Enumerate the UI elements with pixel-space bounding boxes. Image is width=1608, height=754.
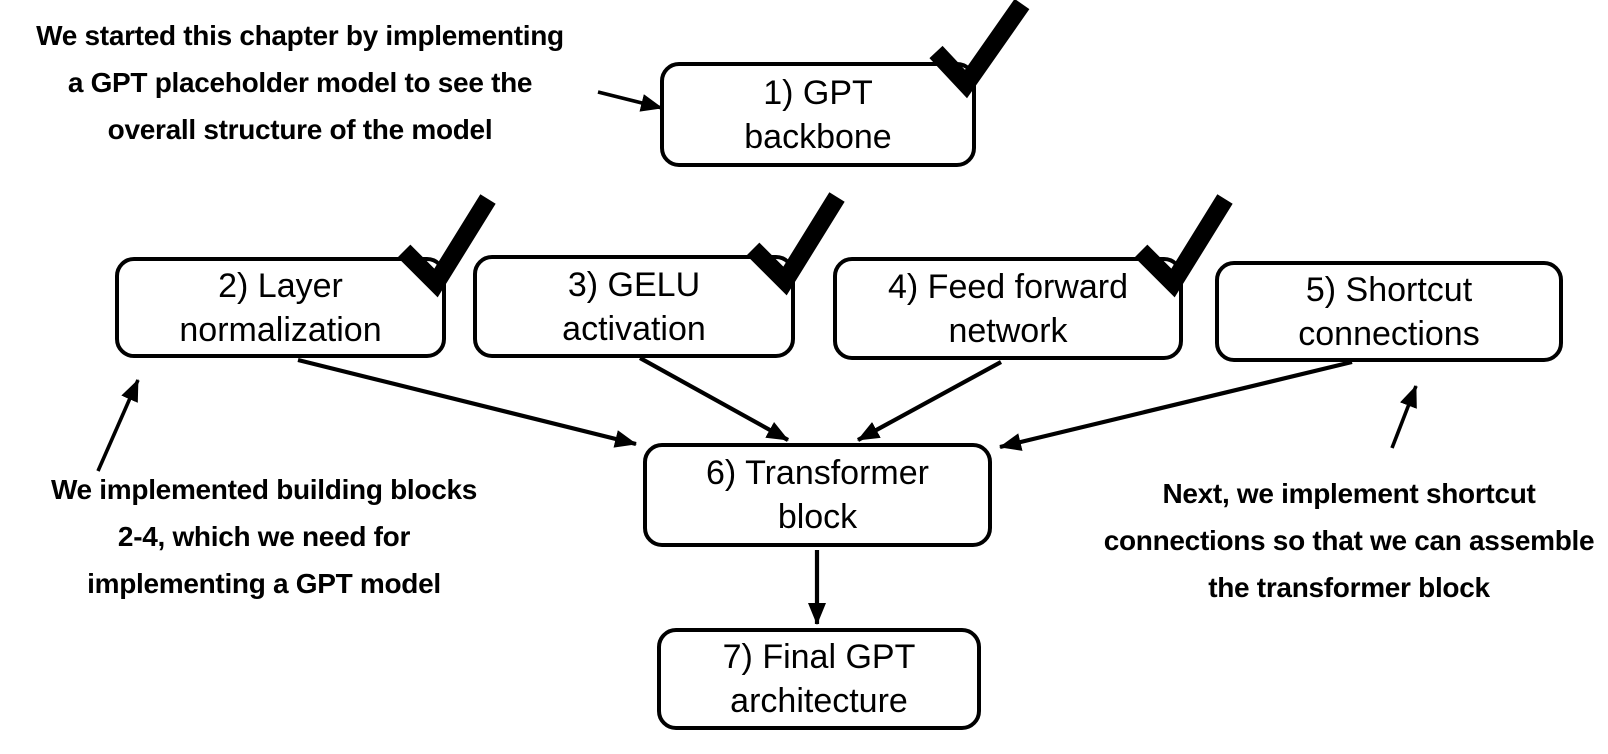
box-gpt-backbone: 1) GPT backbone <box>660 62 976 167</box>
box-transformer-block: 6) Transformer block <box>643 443 992 547</box>
annotation-intro-note: We started this chapter by implementing … <box>20 12 580 153</box>
annotation-building-blocks-note-line1: We implemented building blocks <box>50 474 478 505</box>
annotation-next-step-note-line3: the transformer block <box>1208 572 1490 603</box>
annotation-next-step-note-line2: connections so that we can assemble <box>1103 525 1595 556</box>
box-gelu-activation: 3) GELU activation <box>473 255 795 358</box>
box-gpt-backbone-line2: backbone <box>744 117 892 156</box>
arrow-note-to-shortcut <box>1390 385 1418 449</box>
box-shortcut-connections-line1: 5) Shortcut <box>1305 270 1473 309</box>
box-layer-normalization-line1: 2) Layer <box>218 266 343 305</box>
box-gelu-activation-line2: activation <box>562 309 706 348</box>
arrow-gelu-to-transformer <box>638 356 790 442</box>
box-final-gpt-architecture-line2: architecture <box>730 682 908 720</box>
box-feed-forward-network: 4) Feed forward network <box>833 257 1183 360</box>
box-layer-normalization-line2: normalization <box>179 310 382 349</box>
arrow-shortcut-to-transformer <box>999 359 1353 451</box>
box-feed-forward-network-line2: network <box>948 311 1068 350</box>
arrow-layernorm-to-transformer <box>297 357 637 448</box>
box-transformer-block-line1: 6) Transformer <box>706 454 929 492</box>
annotation-next-step-note: Next, we implement shortcut connections … <box>1092 470 1606 611</box>
box-layer-normalization: 2) Layer normalization <box>115 257 446 358</box>
box-shortcut-connections: 5) Shortcut connections <box>1215 261 1563 362</box>
arrow-note-to-layernorm <box>96 379 140 472</box>
box-gelu-activation-line1: 3) GELU <box>567 265 701 304</box>
box-transformer-block-line2: block <box>777 498 858 536</box>
annotation-building-blocks-note-line3: implementing a GPT model <box>87 568 441 599</box>
box-final-gpt-architecture-line1: 7) Final GPT <box>722 638 916 676</box>
box-gpt-backbone-line1: 1) GPT <box>763 73 873 112</box>
annotation-intro-note-line1: We started this chapter by implementing <box>36 20 564 51</box>
annotation-intro-note-line2: a GPT placeholder model to see the <box>67 67 533 98</box>
annotation-building-blocks-note: We implemented building blocks 2-4, whic… <box>30 466 498 607</box>
annotation-intro-note-line3: overall structure of the model <box>107 114 493 145</box>
box-shortcut-connections-line2: connections <box>1298 314 1480 353</box>
annotation-next-step-note-line1: Next, we implement shortcut <box>1162 478 1536 509</box>
arrow-feedforward-to-transformer <box>856 360 1003 442</box>
annotation-building-blocks-note-line2: 2-4, which we need for <box>117 521 411 552</box>
box-final-gpt-architecture: 7) Final GPT architecture <box>657 628 981 730</box>
arrow-intro-to-backbone <box>597 90 663 112</box>
box-feed-forward-network-line1: 4) Feed forward <box>888 267 1128 306</box>
